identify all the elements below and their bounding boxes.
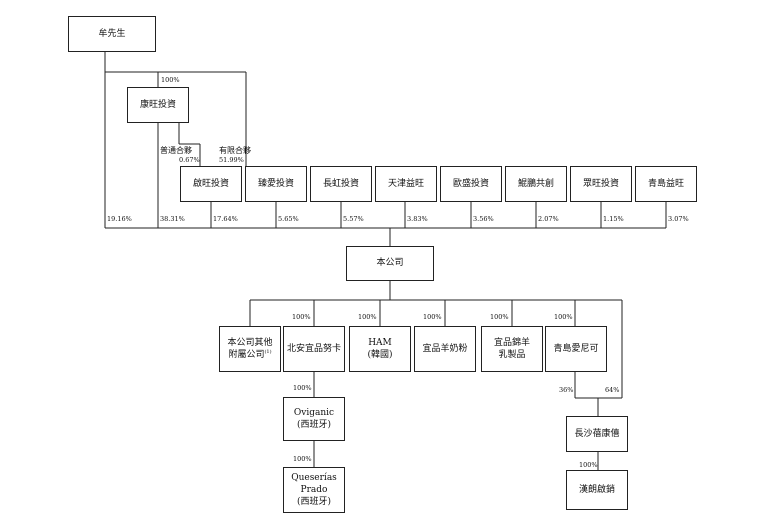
qingdao-aini-box: 青島愛尼可 <box>545 326 607 372</box>
pct-mou-direct: 19.16% <box>107 215 132 223</box>
yipin-dairy-line1: 宜品錦羊 <box>493 337 530 348</box>
queserias-country-label: (西班牙) <box>296 497 332 508</box>
pct-changsha-from-company: 64% <box>605 386 620 394</box>
pct-qingdao-aini: 100% <box>554 313 573 321</box>
qingdao-yiwang-box: 青島益旺 <box>635 166 697 202</box>
other-subsidiaries-line2: 附屬公司 <box>228 350 265 360</box>
mr-mou-label: 牟先生 <box>98 28 126 39</box>
other-subsidiaries-line1: 本公司其他 <box>227 337 273 348</box>
pct-ham: 100% <box>358 313 377 321</box>
company-box: 本公司 <box>346 246 434 281</box>
oviganic-label: Oviganic <box>293 407 335 418</box>
zhuai-label: 臻愛投資 <box>257 178 294 189</box>
company-label: 本公司 <box>376 258 404 269</box>
queserias-line2: Prado <box>300 484 328 495</box>
ham-label: HAM <box>368 337 392 348</box>
pct-queserias: 100% <box>293 455 312 463</box>
pct-tianjin: 3.83% <box>407 215 428 223</box>
kunpeng-label: 鯤鵬共創 <box>517 178 554 189</box>
pct-zhuai: 5.65% <box>278 215 299 223</box>
limited-partner-label: 有限合夥 <box>219 146 251 155</box>
changsha-label: 長沙蓓康僖 <box>574 428 620 439</box>
pct-yipin-milk: 100% <box>423 313 442 321</box>
pct-beian: 100% <box>292 313 311 321</box>
queserias-line1: Queserías <box>291 472 337 483</box>
other-subsidiaries-line2-wrap: 附屬公司(1) <box>227 349 272 361</box>
yipin-goat-milk-box: 宜品羊奶粉 <box>414 326 476 372</box>
qiwang-label: 啟旺投資 <box>192 178 229 189</box>
yipin-dairy-box: 宜品錦羊 乳製品 <box>481 326 543 372</box>
pct-changhong: 5.57% <box>343 215 364 223</box>
ham-country-label: (韓國) <box>367 350 393 360</box>
pct-mou-kangwang: 100% <box>161 76 180 84</box>
qiwang-investment-box: 啟旺投資 <box>180 166 242 202</box>
general-partner-label: 普通合夥 <box>160 146 192 155</box>
other-subsidiaries-box: 本公司其他 附屬公司(1) <box>219 326 281 372</box>
pct-kunpeng: 2.07% <box>538 215 559 223</box>
pct-qiwang: 17.64% <box>213 215 238 223</box>
tianjin-yiwang-box: 天津益旺 <box>375 166 437 202</box>
beian-yipin-box: 北安宜品努卡 <box>283 326 345 372</box>
mr-mou-box: 牟先生 <box>68 16 156 52</box>
juwang-label: 眾旺投資 <box>582 178 619 189</box>
oviganic-country-label: (西班牙) <box>296 420 332 430</box>
qingdao-aini-label: 青島愛尼可 <box>553 343 599 354</box>
queserias-prado-box: Queserías Prado (西班牙) <box>283 467 345 513</box>
beian-yipin-label: 北安宜品努卡 <box>286 343 341 354</box>
pct-juwang: 1.15% <box>603 215 624 223</box>
oviganic-box: Oviganic (西班牙) <box>283 397 345 441</box>
pct-limited-partner: 51.99% <box>219 156 244 164</box>
kangwang-investment-box: 康旺投資 <box>127 87 189 123</box>
ousheng-label: 歐盛投資 <box>452 178 489 189</box>
kunpeng-gongchuang-box: 鯤鵬共創 <box>505 166 567 202</box>
pct-qingdao-yiwang: 3.07% <box>668 215 689 223</box>
yipin-goat-milk-label: 宜品羊奶粉 <box>422 343 468 354</box>
juwang-investment-box: 眾旺投資 <box>570 166 632 202</box>
pct-ousheng: 3.56% <box>473 215 494 223</box>
tianjin-label: 天津益旺 <box>387 178 424 189</box>
ham-korea-box: HAM (韓國) <box>349 326 411 372</box>
pct-yipin-dairy: 100% <box>490 313 509 321</box>
pct-oviganic: 100% <box>293 384 312 392</box>
pct-kangwang-direct: 38.31% <box>160 215 185 223</box>
changhong-investment-box: 長虹投資 <box>310 166 372 202</box>
hanyu-box: 漢朗啟銷 <box>566 470 628 510</box>
pct-changsha-from-aini: 36% <box>559 386 574 394</box>
ousheng-investment-box: 歐盛投資 <box>440 166 502 202</box>
changsha-box: 長沙蓓康僖 <box>566 416 628 452</box>
yipin-dairy-line2: 乳製品 <box>498 350 526 360</box>
changhong-label: 長虹投資 <box>322 178 359 189</box>
pct-hanyu: 100% <box>579 461 598 469</box>
hanyu-label: 漢朗啟銷 <box>578 484 615 495</box>
pct-general-partner: 0.67% <box>179 156 200 164</box>
zhuai-investment-box: 臻愛投資 <box>245 166 307 202</box>
qingdao-yiwang-label: 青島益旺 <box>647 178 684 189</box>
kangwang-investment-label: 康旺投資 <box>139 99 176 110</box>
footnote-marker: (1) <box>264 349 272 355</box>
